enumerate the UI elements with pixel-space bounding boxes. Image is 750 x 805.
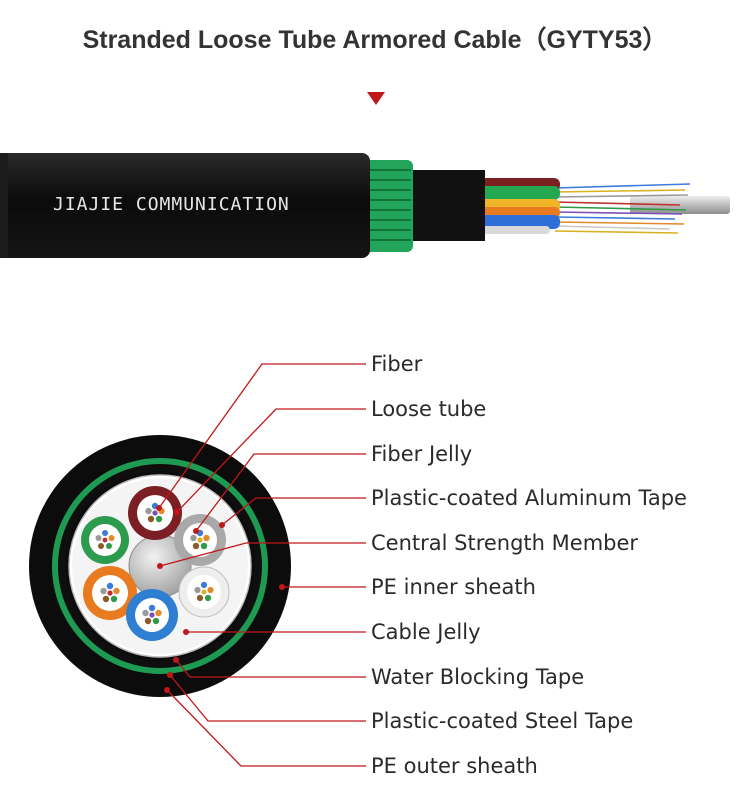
inner-sheath	[405, 170, 485, 241]
label-cable-jelly: Cable Jelly	[371, 620, 481, 644]
label-loose-tube: Loose tube	[371, 397, 487, 421]
label-water-blocking-tape: Water Blocking Tape	[371, 665, 585, 689]
label-central-strength-member: Central Strength Member	[371, 531, 639, 555]
leader-dots	[156, 505, 285, 693]
label-pe-outer-sheath: PE outer sheath	[371, 754, 538, 778]
cable-side-view	[0, 153, 730, 258]
label-steel-tape: Plastic-coated Steel Tape	[371, 709, 634, 733]
fiber-dots	[95, 502, 214, 625]
outer-sheath	[0, 153, 370, 258]
page-title: Stranded Loose Tube Armored Cable（GYTY53…	[82, 26, 668, 54]
loose-tubes	[475, 178, 560, 234]
leader-lines	[158, 363, 366, 767]
loose-tube-section	[81, 486, 230, 641]
brand-print: JIAJIE COMMUNICATION	[53, 194, 290, 215]
fiber-strands	[554, 183, 691, 234]
label-fiber: Fiber	[371, 352, 423, 376]
label-pe-inner-sheath: PE inner sheath	[371, 575, 536, 599]
label-fiber-jelly: Fiber Jelly	[371, 442, 473, 466]
down-triangle-icon	[367, 92, 385, 105]
label-aluminum-tape: Plastic-coated Aluminum Tape	[371, 486, 687, 510]
